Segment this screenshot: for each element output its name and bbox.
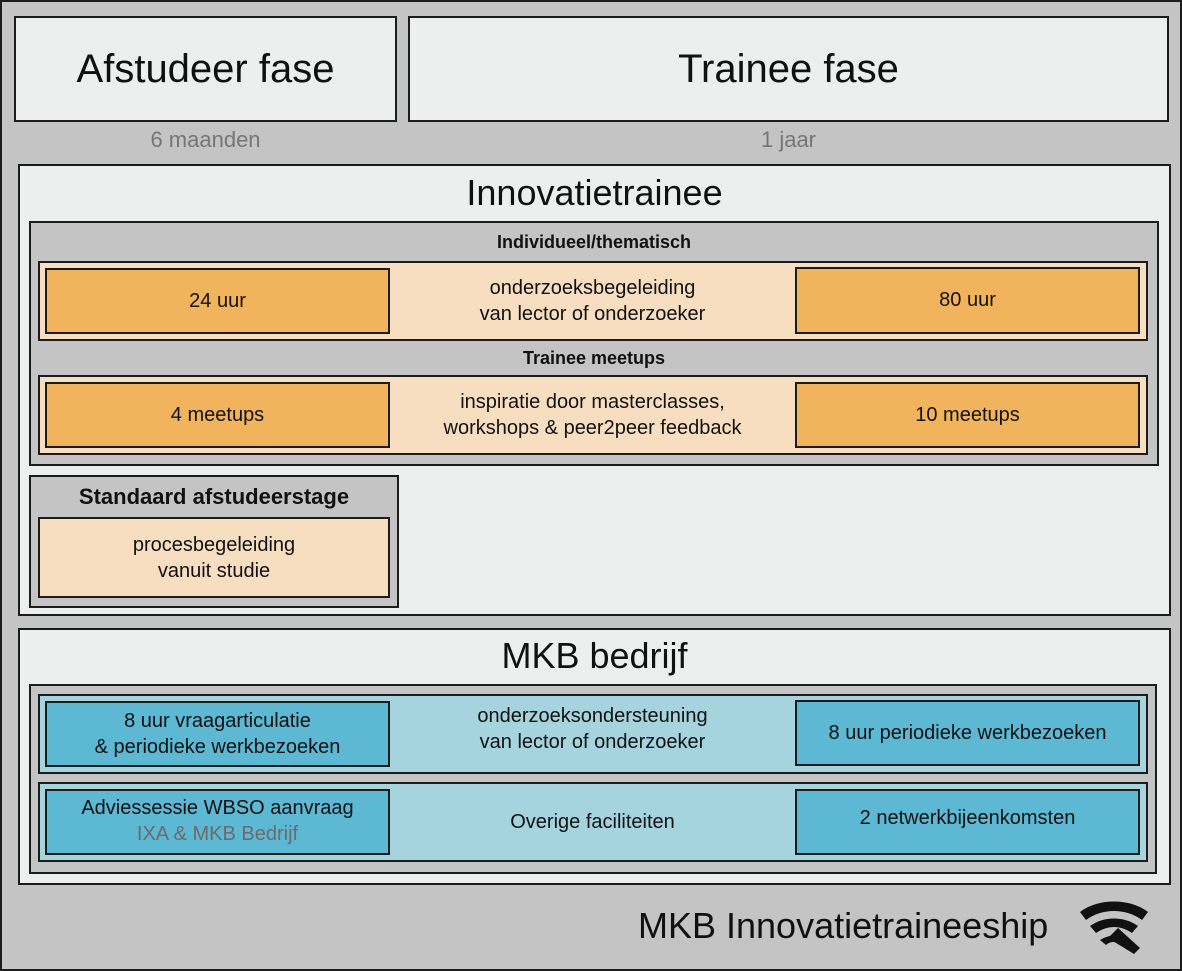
mkb-title: MKB bedrijf [501,635,688,676]
facilities-middle-text: Overige faciliteiten [510,811,675,833]
support-left-line1: 8 uur vraagarticulatie [124,710,311,732]
standard-box: procesbegeleiding vanuit studie [38,517,390,598]
standard-line2: vanuit studie [157,559,271,582]
meetups-title: Trainee meetups [522,347,666,368]
meetups-middle-line1: inspiratie door masterclasses, [460,391,725,413]
individual-right-box: 80 uur [795,267,1140,334]
meetups-middle-text: inspiratie door masterclasses, workshops… [390,375,795,455]
footer-title: MKB Innovatietraineeship [638,905,1049,946]
wifi-wave-logo-icon [1078,898,1150,956]
support-middle-text: onderzoeksondersteuning van lector of on… [390,694,795,764]
individual-title: Individueel/thematisch [496,231,692,252]
meetups-right-box: 10 meetups [795,382,1140,448]
support-left-box: 8 uur vraagarticulatie & periodieke werk… [45,701,390,767]
facilities-right-box: 2 netwerkbijeenkomsten [795,789,1140,855]
standard-title: Standaard afstudeerstage [78,484,350,509]
facilities-left-box: Adviessessie WBSO aanvraag IXA & MKB Bed… [45,789,390,855]
facilities-left-line1: Adviessessie WBSO aanvraag [81,797,354,819]
individual-middle-line2: van lector of onderzoeker [479,303,706,325]
phase-trainee-label: Trainee fase [678,46,899,91]
phase-trainee: Trainee fase [408,16,1169,122]
phase-afstudeer: Afstudeer fase [14,16,397,122]
meetups-left-box: 4 meetups [45,382,390,448]
individual-middle-text: onderzoeksbegeleiding van lector of onde… [390,261,795,341]
duration-trainee: 1 jaar [760,127,817,152]
support-left-line2: & periodieke werkbezoeken [94,736,341,758]
individual-middle-line1: onderzoeksbegeleiding [489,277,696,299]
meetups-middle-line2: workshops & peer2peer feedback [443,417,742,439]
duration-afstudeer: 6 maanden [150,127,261,152]
facilities-left-line2: IXA & MKB Bedrijf [136,823,299,845]
support-right-box: 8 uur periodieke werkbezoeken [795,700,1140,766]
innovatietrainee-title: Innovatietrainee [466,172,723,213]
support-middle-line1: onderzoeksondersteuning [477,705,708,727]
phase-afstudeer-label: Afstudeer fase [76,46,335,91]
support-middle-line2: van lector of onderzoeker [479,731,706,753]
standard-line1: procesbegeleiding [132,533,296,556]
individual-left-box: 24 uur [45,268,390,334]
